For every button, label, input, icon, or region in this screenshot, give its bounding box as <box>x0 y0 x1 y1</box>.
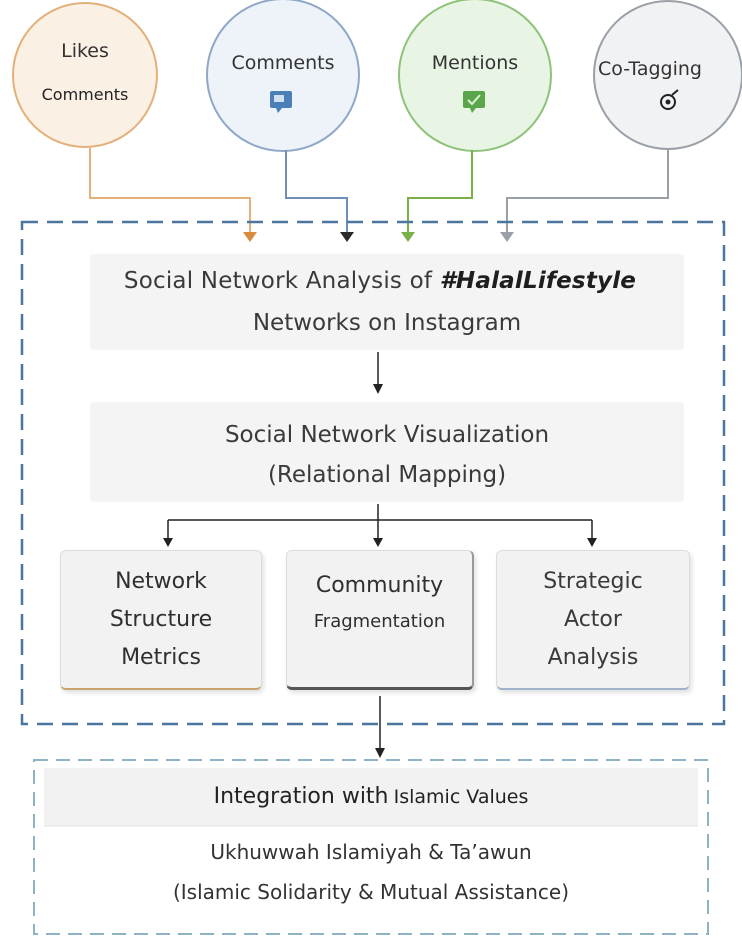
arrowhead-co-tagging <box>500 232 514 242</box>
co-tagging-label: Co-Tagging <box>598 58 702 80</box>
card1-line3: Metrics <box>121 644 201 670</box>
node-likes <box>12 2 158 148</box>
card3-line2: Actor <box>564 606 622 632</box>
viz-line2: (Relational Mapping) <box>267 462 507 488</box>
sna-title-line2: Networks on Instagram <box>252 310 522 336</box>
sna-title-prefix: Social Network Analysis of <box>123 268 440 294</box>
integration-line1: Ukhuwwah Islamiyah & Ta’awun <box>210 840 532 864</box>
integration-title-band <box>44 768 698 826</box>
arrowhead-likes <box>243 232 257 242</box>
connector-mentions <box>407 150 473 232</box>
integration-line2: (Islamic Solidarity & Mutual Assistance) <box>172 880 570 904</box>
sna-title-box <box>90 254 684 350</box>
node-comments <box>206 0 360 152</box>
chat-icon <box>270 91 292 113</box>
integration-frame <box>33 759 709 935</box>
connector-comments <box>285 150 348 232</box>
likes-sublabel: Comments <box>41 85 129 104</box>
connector-likes <box>89 148 251 232</box>
arrowhead-integration <box>375 748 385 758</box>
card1-line2: Structure <box>109 606 213 632</box>
card3-line1: Strategic <box>543 568 643 594</box>
arrowhead-card-middle <box>373 538 383 547</box>
connector-co-tagging <box>506 148 669 232</box>
arrowhead-comments <box>340 232 354 242</box>
arrowhead-card-left <box>163 538 173 547</box>
arrowhead-card-right <box>587 538 597 547</box>
integration-title: Integration with Islamic Values <box>44 784 698 809</box>
card-community-fragmentation: Community Fragmentation <box>286 550 474 690</box>
comments-label: Comments <box>231 52 335 74</box>
card-strategic-actor: Strategic Actor Analysis <box>496 550 690 690</box>
node-mentions <box>398 0 552 152</box>
mention-icon <box>463 91 485 113</box>
integration-title-bold: Integration with <box>213 784 389 809</box>
viz-line1: Social Network Visualization <box>224 422 550 448</box>
mentions-label: Mentions <box>431 52 519 74</box>
card-network-structure: Network Structure Metrics <box>60 550 262 690</box>
card2-line2: Fragmentation <box>313 611 446 632</box>
likes-label: Likes <box>61 40 109 62</box>
card3-line3: Analysis <box>547 644 639 670</box>
sna-title: Social Network Analysis of #HalalLifesty… <box>70 268 690 294</box>
card1-line1: Network <box>115 568 207 594</box>
card2-line1: Community <box>315 573 444 598</box>
analysis-frame <box>20 220 726 726</box>
arrowhead-mentions <box>401 232 415 242</box>
viz-box <box>90 402 684 502</box>
sna-title-hashtag: #HalalLifestyle <box>439 268 637 294</box>
integration-title-rest: Islamic Values <box>393 786 529 808</box>
arrowhead-title-to-viz <box>373 384 383 394</box>
tag-icon <box>660 89 679 110</box>
